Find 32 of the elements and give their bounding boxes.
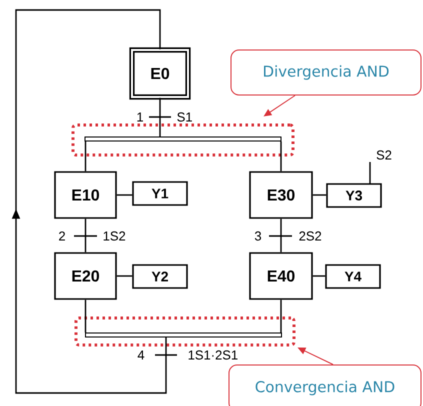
double-line-bar [84,136,282,142]
return-arrow [12,9,167,394]
callout-box: Convergencia AND [228,364,422,406]
action-link [312,194,326,196]
transition-label: 3 [254,231,262,241]
step-box: E10 [54,171,117,219]
step-box: E30 [249,171,313,219]
transition-label: 1 [137,112,143,122]
action-box: Y3 [326,183,382,208]
action-box: Y1 [132,181,188,206]
transition-label: S2 [376,150,392,160]
action-box: Y2 [132,264,188,289]
double-line-bar [85,332,282,338]
action-box: Y4 [325,264,381,289]
transition-label: 2 [59,231,65,241]
step-link [84,218,86,252]
dotted-highlight-box [74,316,296,346]
transition-label: 1S2 [104,231,126,241]
dotted-highlight-box [72,124,294,156]
action-link [116,194,132,196]
action-link [312,275,326,277]
step-link [280,218,282,252]
transition-label: 4 [138,350,144,360]
step-link [159,98,161,136]
transition-label: 2S2 [299,231,322,241]
initial-step-box: E0 [129,47,191,100]
transition-label: 1S1·2S1 [188,350,238,360]
action-link [116,275,132,277]
step-box: E20 [54,252,117,300]
transition-label: S1 [177,112,192,122]
callout-box: Divergencia AND [230,50,422,96]
step-box: E40 [249,252,313,300]
